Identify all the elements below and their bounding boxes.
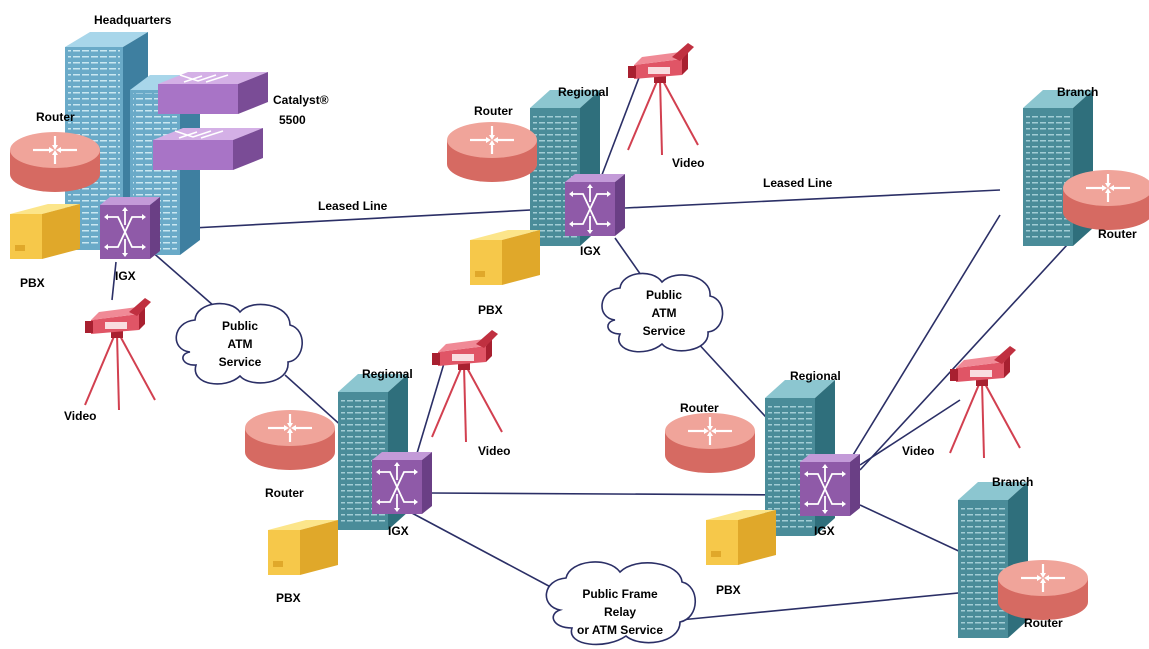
- leased-line-label-2: Leased Line: [763, 176, 833, 190]
- catalyst-switch-2: [152, 127, 264, 171]
- branch-bottom-router-label: Router: [1024, 616, 1063, 630]
- frame-cloud-line1: Public Frame: [582, 587, 658, 601]
- regional-igx-right: [799, 453, 861, 517]
- regional-video-right: [949, 345, 1021, 459]
- regional-pbx-right: [706, 510, 776, 565]
- headquarters-site: Headquarters Catalyst® 5500 Router PBX I…: [8, 13, 329, 423]
- link-regional2-frame-cloud: [409, 511, 561, 593]
- regional-top-label: Regional: [558, 85, 609, 99]
- leased-line-label-1: Leased Line: [318, 199, 388, 213]
- regional-left-router-label: Router: [265, 486, 304, 500]
- atm-cloud-left-line3: Service: [219, 355, 262, 369]
- branch-site-top: Branch Router: [1023, 85, 1149, 246]
- leased-line-regional-branch: [624, 189, 1001, 209]
- regional-igx-left: [371, 451, 433, 515]
- branch-router-top: [1061, 168, 1149, 232]
- link-hq-igx-video: [111, 261, 117, 301]
- regional-router-left: [243, 408, 337, 472]
- leased-line-hq-regional: [154, 207, 569, 231]
- link-regional3-branch1-router: [859, 219, 1091, 471]
- link-regional-video: [599, 74, 641, 181]
- regional-left-pbx-label: PBX: [276, 591, 301, 605]
- regional-top-igx-label: IGX: [580, 244, 601, 258]
- link-regional3-branch1: [849, 214, 1001, 461]
- branch-site-bottom: Branch Router: [958, 475, 1090, 638]
- regional-router-right: [663, 411, 757, 475]
- regional-top-router-label: Router: [474, 104, 513, 118]
- regional-video-left: [431, 329, 503, 443]
- branch-top-router-label: Router: [1098, 227, 1137, 241]
- regional-left-igx-label: IGX: [388, 524, 409, 538]
- frame-cloud-line3: or ATM Service: [577, 623, 663, 637]
- hq-pbx-label: PBX: [20, 276, 45, 290]
- link-frame-cloud-branch2: [679, 587, 1011, 621]
- regional-router-top: [445, 120, 539, 184]
- hq-igx: [99, 196, 161, 260]
- regional-pbx-top: [470, 230, 540, 285]
- catalyst-model-label: 5500: [279, 113, 306, 127]
- regional-left-label: Regional: [362, 367, 413, 381]
- hq-igx-label: IGX: [115, 269, 136, 283]
- hq-router-label: Router: [36, 110, 75, 124]
- branch-bottom-label: Branch: [992, 475, 1033, 489]
- hq-label: Headquarters: [94, 13, 172, 27]
- link-regional2-video: [414, 359, 446, 461]
- link-regional3-video: [859, 399, 961, 466]
- regional-left-video-label: Video: [478, 444, 510, 458]
- regional-right-pbx-label: PBX: [716, 583, 741, 597]
- regional-site-top: Regional Router PBX IGX Video: [445, 42, 704, 317]
- catalyst-switch-1: [157, 71, 269, 115]
- catalyst-label: Catalyst®: [273, 93, 329, 107]
- regional-right-igx-label: IGX: [814, 524, 835, 538]
- hq-pbx: [10, 204, 80, 259]
- regional-top-video-label: Video: [672, 156, 704, 170]
- hq-router: [8, 130, 102, 194]
- regional-site-left: Regional Router PBX IGX Video: [243, 329, 510, 605]
- branch-top-label: Branch: [1057, 85, 1098, 99]
- atm-cloud-middle: Public ATM Service: [601, 272, 724, 353]
- branch-router-bottom: [996, 558, 1090, 622]
- atm-cloud-middle-line1: Public: [646, 288, 682, 302]
- frame-cloud-line2: Relay: [604, 605, 636, 619]
- regional-right-label: Regional: [790, 369, 841, 383]
- atm-cloud-left-line1: Public: [222, 319, 258, 333]
- regional-pbx-left: [268, 520, 338, 575]
- hq-video-label: Video: [64, 409, 96, 423]
- regional-right-video-label: Video: [902, 444, 934, 458]
- atm-cloud-left-line2: ATM: [227, 337, 252, 351]
- regional-top-pbx-label: PBX: [478, 303, 503, 317]
- regional-video-top: [627, 42, 699, 156]
- regional-igx-top: [564, 173, 626, 237]
- regional-site-right: Regional Router PBX IGX Video: [663, 345, 1021, 597]
- regional-right-router-label: Router: [680, 401, 719, 415]
- link-regional2-regional3: [429, 492, 801, 496]
- hq-video: [84, 297, 156, 411]
- atm-cloud-middle-line3: Service: [643, 324, 686, 338]
- frame-relay-cloud: Public Frame Relay or ATM Service: [545, 561, 696, 646]
- atm-cloud-middle-line2: ATM: [651, 306, 676, 320]
- atm-cloud-left: Public ATM Service: [175, 302, 303, 385]
